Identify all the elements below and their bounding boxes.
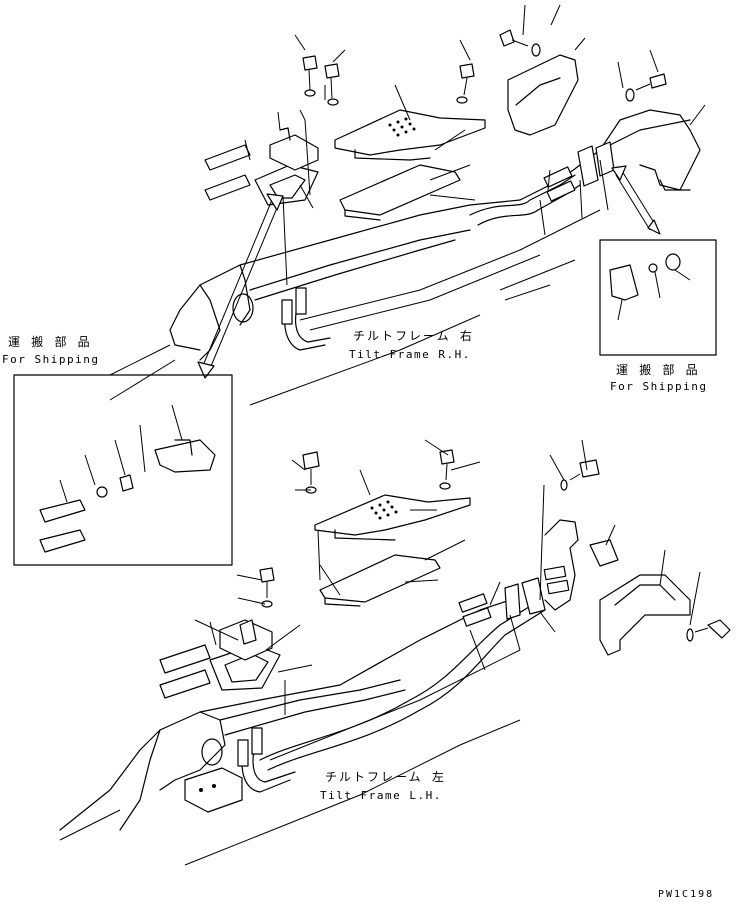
- shipping-parts-label-en-left: For Shipping: [2, 353, 100, 366]
- drawing-code: PW1C198: [658, 889, 715, 900]
- tilt-frame-lh-label-en: Tilt Frame L.H.: [320, 789, 442, 802]
- tilt-frame-rh-label-jp: チルトフレーム 右: [353, 329, 474, 343]
- shipping-parts-box-left: [13, 374, 233, 566]
- shipping-parts-label-en-right: For Shipping: [610, 380, 708, 393]
- tilt-frame-rh-assembly: [109, 4, 706, 406]
- tilt-frame-rh-label-en: Tilt Frame R.H.: [349, 348, 471, 361]
- tilt-frame-lh-assembly: [59, 439, 731, 866]
- shipping-parts-box-right: [599, 239, 717, 356]
- shipping-parts-label-jp-left: 運 搬 部 品: [8, 335, 92, 349]
- shipping-parts-label-jp-right: 運 搬 部 品: [616, 363, 700, 377]
- bolt-icon: [302, 55, 318, 97]
- tilt-frame-lh-label-jp: チルトフレーム 左: [325, 770, 446, 784]
